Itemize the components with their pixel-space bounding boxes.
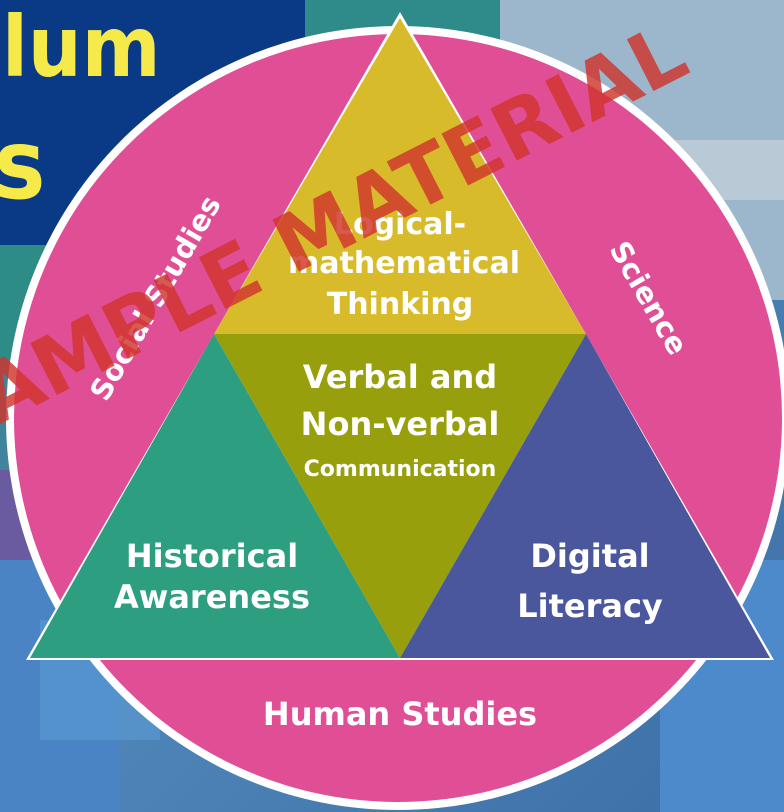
top-label-line1: Logical- [334,207,466,242]
top-label-line2: mathematical [288,246,520,281]
right-label-line2: Literacy [517,587,663,625]
triangle-left [30,334,400,658]
center-label-line2: Non-verbal [301,405,500,443]
triangle-right [400,334,770,658]
center-label-line1: Verbal and [303,358,497,396]
center-label-line3: Communication [304,457,497,482]
triangle-center [214,334,586,658]
header-title-line2: s [0,109,45,221]
right-label-line1: Digital [530,537,649,575]
left-label-line2: Awareness [114,578,310,616]
top-label-line3: Thinking [327,287,474,322]
ring-label-bottom: Human Studies [263,695,537,733]
triangle-top [214,18,586,334]
left-label-line1: Historical [126,537,298,575]
header-title-line1: lum [2,0,160,96]
